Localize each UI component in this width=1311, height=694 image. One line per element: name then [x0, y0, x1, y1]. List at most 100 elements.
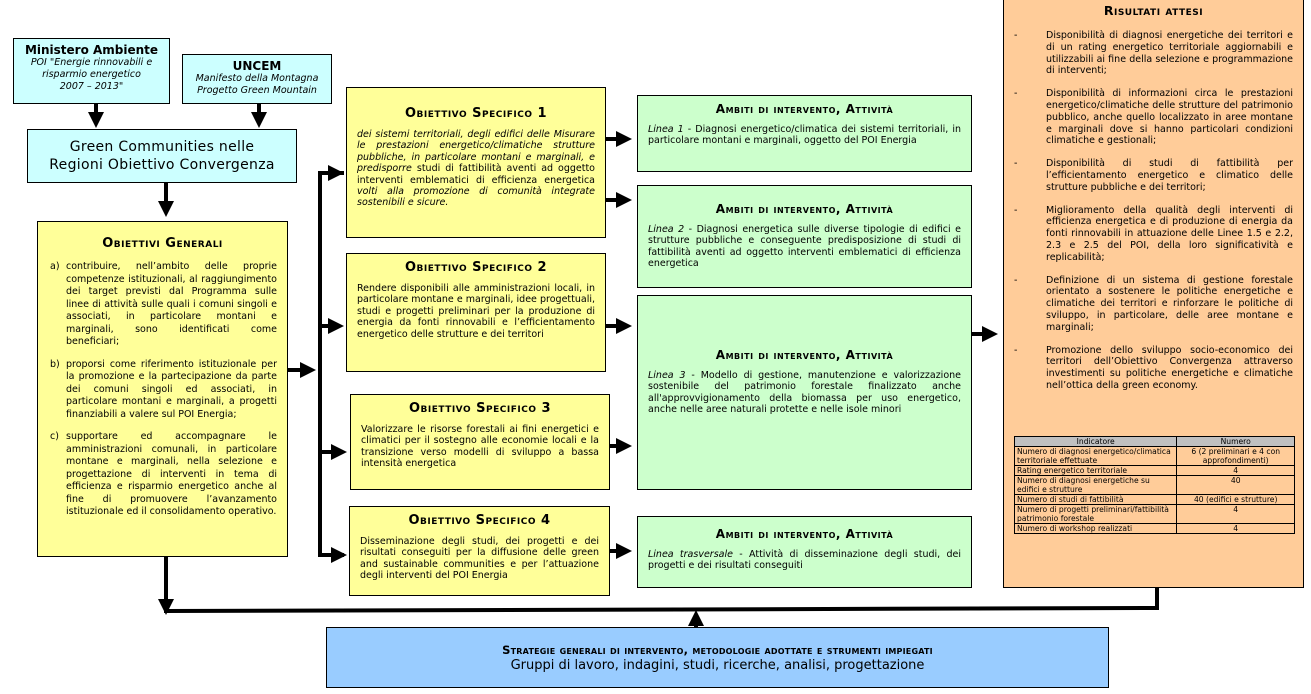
obiettivi-generali-box: Obiettivi Generali a) contribuire, nell’…: [37, 221, 288, 557]
item-text: contribuire, nell’ambito delle proprie c…: [66, 261, 277, 347]
cell-numero: 40 (edifici e strutture): [1176, 494, 1295, 505]
item-marker: -: [1014, 30, 1018, 41]
linea-description: - Modello di gestione, manutenzione e va…: [648, 370, 962, 416]
item-text: Disponibilità di studi di fattibilità pe…: [1046, 158, 1293, 193]
ambiti-text: Linea 3 - Modello di gestione, manutenzi…: [648, 370, 961, 416]
text-normal: studi di fattibilità aventi ad oggetto i…: [357, 163, 595, 186]
strategie-title: Strategie generali di intervento, metodo…: [502, 643, 933, 657]
obiettivo-specifico-title: Obiettivo Specifico 2: [404, 260, 548, 275]
item-marker: -: [1014, 88, 1018, 100]
risultato-item: - Disponibilità di diagnosi energetiche d…: [1014, 30, 1293, 77]
cell-indicatore: Numero di workshop realizzati: [1013, 523, 1178, 534]
obiettivo-specifico-3-box: Obiettivo Specifico 3 Valorizzare le ris…: [350, 394, 610, 490]
item-marker: -: [1014, 204, 1018, 216]
item-marker: a): [50, 261, 60, 272]
ambiti-title: Ambiti di intervento, Attività: [715, 202, 894, 216]
ambiti-text: Linea 2 - Diagnosi energetica sulle dive…: [648, 224, 961, 270]
ambiti-text: Linea trasversale - Attività di dissemin…: [648, 549, 961, 572]
obiettivo-specifico-4-box: Obiettivo Specifico 4 Disseminazione deg…: [349, 506, 610, 596]
item-text: supportare ed accompagnare le amministra…: [66, 431, 277, 517]
obiettivo-specifico-text: Valorizzare le risorse forestali ai fini…: [361, 424, 599, 470]
linea-description: - Diagnosi energetico/climatica dei sist…: [648, 124, 961, 147]
linea-label: Linea trasversale: [648, 549, 733, 560]
risultato-item: -Definizione di un sistema di gestione f…: [1014, 275, 1293, 334]
obiettivo-specifico-title: Obiettivo Specifico 3: [408, 401, 552, 416]
risultati-attesi-box: Risultati attesi - Disponibilità di diagn…: [1003, 0, 1304, 588]
linea-description: - Diagnosi energetica sulle diverse tipo…: [648, 224, 962, 270]
cell-indicatore: Numero di diagnosi energetico/climatica …: [1013, 446, 1178, 466]
source-subtitle-line: Progetto Green Mountain: [197, 85, 317, 96]
table-row: Numero di diagnosi energetico/climatica …: [1013, 446, 1295, 466]
item-marker: -: [1014, 274, 1018, 286]
column-header-indicatore: Indicatore: [1013, 436, 1178, 447]
bus-vertical: [318, 171, 344, 557]
column-header-numero: Numero: [1176, 436, 1295, 447]
strategie-box: Strategie generali di intervento, metodo…: [326, 627, 1109, 688]
item-text: Disponibilità di informazioni circa le p…: [1046, 88, 1293, 147]
item-marker: -: [1014, 158, 1018, 170]
linea-description: - Attività di disseminazione degli studi…: [648, 549, 961, 572]
source-box-ministero: Ministero Ambiente POI "Energie rinnovab…: [13, 38, 170, 104]
linea-label: Linea 1: [648, 124, 684, 135]
source-subtitle-line: POI "Energie rinnovabili e: [30, 57, 153, 68]
obiettivo-specifico-title: Obiettivo Specifico 4: [408, 513, 551, 528]
indicatori-table: Indicatore Numero Numero di diagnosi ene…: [1013, 436, 1295, 534]
cell-indicatore: Numero di progetti preliminari/fattibili…: [1013, 504, 1178, 524]
ambiti-title: Ambiti di intervento, Attività: [715, 348, 894, 362]
item-marker: c): [50, 431, 59, 442]
cell-numero: 6 (2 preliminari e 4 con approfondimenti…: [1176, 446, 1295, 466]
obiettivo-generale-item: c) supportare ed accompagnare le amminis…: [50, 431, 277, 519]
cell-indicatore: Rating energetico territoriale: [1013, 465, 1178, 476]
table-header-row: Indicatore Numero: [1013, 436, 1295, 447]
obiettivo-specifico-text: Disseminazione degli studi, dei progetti…: [360, 536, 599, 582]
item-marker: b): [50, 358, 60, 370]
ambiti-box-linea-trasversale: Ambiti di intervento, Attività Linea tra…: [637, 516, 972, 588]
text-italic: dei sistemi territoriali, degli edifici …: [357, 129, 595, 175]
program-title-line: Green Communities nelle: [69, 139, 255, 155]
program-box: Green Communities nelle Regioni Obiettiv…: [27, 129, 297, 183]
cell-numero: 40: [1176, 475, 1295, 495]
table-row: Numero di diagnosi energetiche su edific…: [1013, 475, 1295, 495]
ambiti-box-linea-3: Ambiti di intervento, Attività Linea 3 -…: [637, 295, 972, 490]
risultato-item: -Promozione dello sviluppo socio-economi…: [1014, 345, 1293, 392]
source-box-uncem: UNCEM Manifesto della Montagna Progetto …: [182, 54, 332, 104]
cell-numero: 4: [1176, 504, 1295, 524]
obiettivo-specifico-1-box: Obiettivo Specifico 1 dei sistemi territ…: [346, 87, 606, 238]
source-subtitle-line: Manifesto della Montagna: [195, 73, 319, 84]
obiettivo-specifico-title: Obiettivo Specifico 1: [404, 106, 548, 121]
item-text: Promozione dello sviluppo socio-economic…: [1046, 344, 1293, 391]
obiettivo-generale-item: b) proporsi come riferimento istituziona…: [50, 359, 277, 422]
ambiti-box-linea-2: Ambiti di intervento, Attività Linea 2 -…: [637, 185, 972, 288]
obiettivo-specifico-2-box: Obiettivo Specifico 2 Rendere disponibil…: [346, 253, 606, 372]
cell-indicatore: Numero di studi di fattibilità: [1013, 494, 1178, 505]
strategie-subtitle: Gruppi di lavoro, indagini, studi, ricer…: [510, 658, 925, 673]
source-title: UNCEM: [232, 59, 282, 73]
item-text: proporsi come riferimento istituzionale …: [66, 358, 277, 420]
ambiti-title: Ambiti di intervento, Attività: [715, 102, 894, 116]
obiettivo-specifico-text: dei sistemi territoriali, degli edifici …: [357, 129, 595, 209]
linea-label: Linea 2: [648, 224, 685, 235]
obiettivo-generale-item: a) contribuire, nell’ambito delle propri…: [50, 261, 277, 349]
source-title: Ministero Ambiente: [24, 43, 159, 57]
source-subtitle-line: 2007 – 2013": [59, 81, 124, 92]
linea-label: Linea 3: [648, 370, 686, 381]
obiettivo-specifico-text: Rendere disponibili alle amministrazioni…: [357, 283, 595, 340]
source-subtitle-line: risparmio energetico: [42, 69, 141, 80]
ambiti-text: Linea 1 - Diagnosi energetico/climatica …: [648, 124, 961, 147]
risultato-item: - Miglioramento della qualità degli inter…: [1014, 205, 1293, 264]
risultato-item: - Disponibilità di informazioni circa le …: [1014, 88, 1293, 147]
table-row: Numero di progetti preliminari/fattibili…: [1013, 504, 1295, 524]
risultato-item: - Disponibilità di studi di fattibilità p…: [1014, 158, 1293, 193]
cell-indicatore: Numero di diagnosi energetiche su edific…: [1013, 475, 1178, 495]
ambiti-box-linea-1: Ambiti di intervento, Attività Linea 1 -…: [637, 95, 972, 172]
item-text: Miglioramento della qualità degli interv…: [1046, 204, 1293, 263]
risultati-title: Risultati attesi: [1103, 3, 1204, 18]
text-italic: volti alla promozione di comunità integr…: [357, 186, 595, 209]
cell-numero: 4: [1176, 523, 1295, 534]
cell-numero: 4: [1176, 465, 1295, 476]
program-title-line: Regioni Obiettivo Convergenza: [49, 157, 275, 173]
item-text: Disponibilità di diagnosi energetiche de…: [1046, 30, 1293, 77]
